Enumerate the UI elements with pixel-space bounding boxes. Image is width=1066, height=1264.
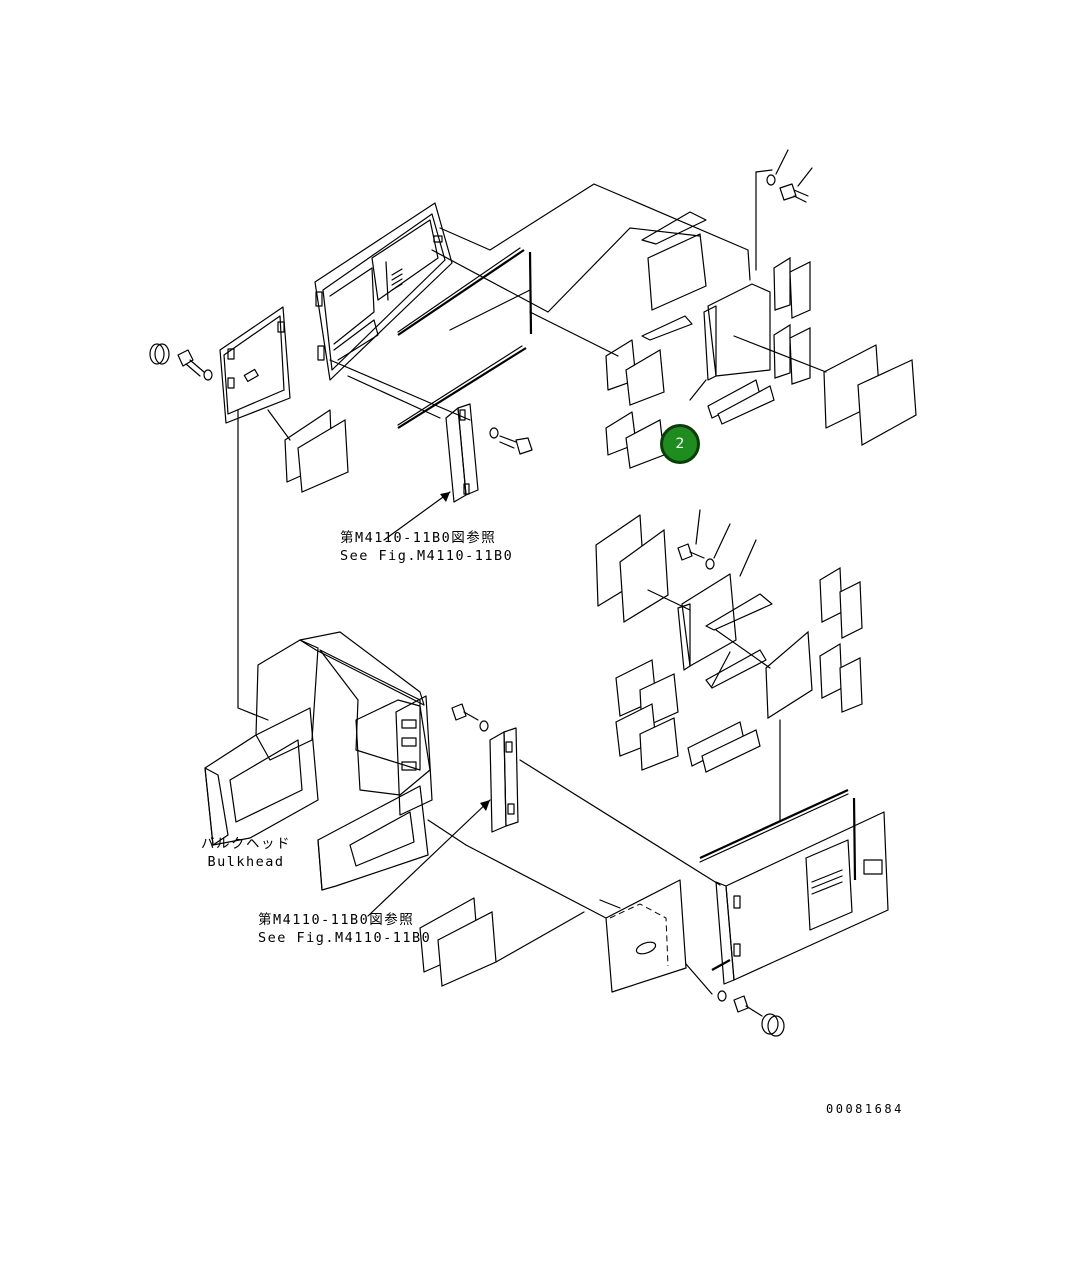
lower-left-door xyxy=(605,879,687,993)
reference-arrows xyxy=(367,491,491,917)
bolt-washer-middle xyxy=(489,427,533,455)
lower-reference-en: See Fig.M4110-11B0 xyxy=(258,930,432,946)
part-callout-marker[interactable]: 2 xyxy=(660,424,700,464)
pad-pair-lower xyxy=(419,897,497,987)
upper-reference-jp: 第M4110-11B0図参照 xyxy=(340,530,497,546)
bolt-washer-nut-left xyxy=(149,343,213,381)
vertical-bracket-upper xyxy=(445,403,479,503)
bulkhead-label-en: Bulkhead xyxy=(207,854,285,870)
lower-reference-jp: 第M4110-11B0図参照 xyxy=(258,912,415,928)
front-frame-panel xyxy=(314,202,453,381)
leader-lines xyxy=(237,169,827,995)
bolt-washer-nut-lower xyxy=(717,990,785,1037)
upper-right-components xyxy=(605,211,917,469)
drawing-number: 00081684 xyxy=(826,1102,904,1116)
bulkhead-label-jp: バルクヘッド xyxy=(201,836,291,852)
bolt-washer-lower-left xyxy=(451,703,489,732)
pad-pair-left xyxy=(284,409,349,493)
lower-right-door xyxy=(699,789,889,985)
top-bolt-washer xyxy=(766,149,813,203)
left-side-door xyxy=(219,306,291,424)
middle-right-components xyxy=(595,509,863,773)
seal-strips-upper xyxy=(397,247,533,429)
vertical-bracket-lower xyxy=(489,727,519,833)
upper-reference-en: See Fig.M4110-11B0 xyxy=(340,548,514,564)
bulkhead-assembly xyxy=(204,631,467,891)
